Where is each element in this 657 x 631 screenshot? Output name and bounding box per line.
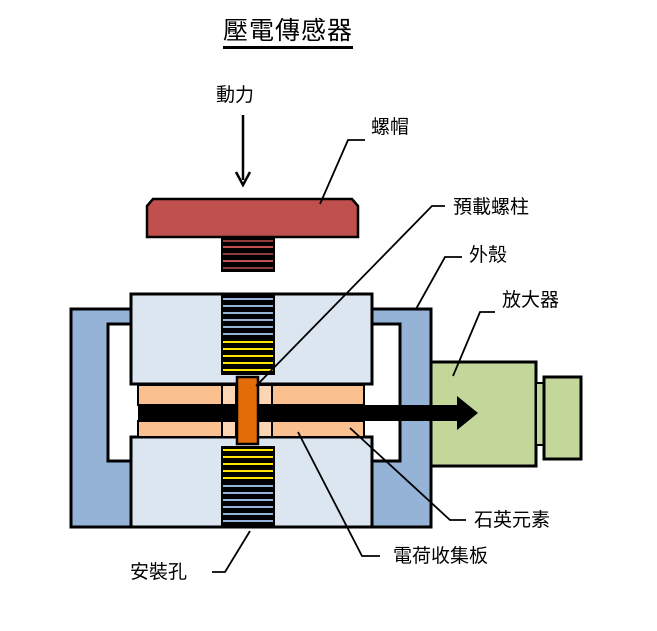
label-quartz-element: 石英元素 [474, 509, 551, 531]
signal-arrow-head [431, 396, 478, 430]
nut-cap-thread [221, 238, 275, 272]
lower-bolt-thread [221, 446, 275, 527]
charge-collector-plate [235, 375, 260, 446]
leader-preload-bolt [255, 205, 445, 387]
diagram-title: 壓電傳感器 [223, 18, 354, 49]
label-nut-cap: 螺帽 [371, 116, 410, 138]
label-force: 動力 [216, 84, 255, 106]
leader-nut-cap [319, 139, 365, 205]
leader-housing [415, 256, 462, 310]
leader-mounting-hole [212, 530, 251, 573]
leader-quartz [349, 427, 466, 521]
nut-cap [145, 197, 360, 239]
label-preload-bolt: 預載螺柱 [453, 196, 530, 218]
leader-amplifier [452, 311, 495, 377]
leader-lines [212, 139, 495, 573]
force-arrow [234, 115, 252, 188]
leader-charge-collector [297, 431, 380, 557]
label-mounting-hole: 安裝孔 [130, 561, 188, 583]
upper-bolt-thread [221, 295, 275, 375]
label-housing: 外殼 [469, 244, 508, 266]
label-charge-collector: 電荷收集板 [393, 545, 489, 567]
label-amplifier: 放大器 [502, 289, 560, 311]
